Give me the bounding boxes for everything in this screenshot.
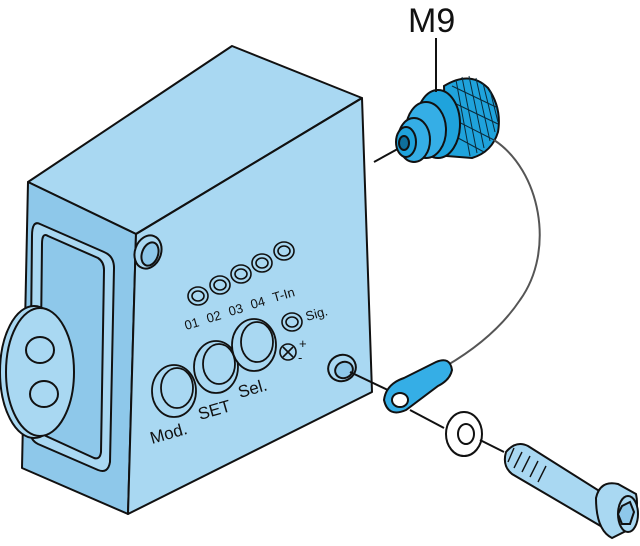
- washer: [445, 411, 483, 457]
- mounting-hole-bottom: [327, 353, 357, 383]
- led-label-tin: T-In: [271, 284, 297, 305]
- signal-led: [281, 312, 303, 332]
- potentiometer-minus: -: [298, 350, 302, 365]
- set-button[interactable]: [193, 340, 239, 394]
- led-label-03: 03: [227, 300, 245, 318]
- led-label-01: 01: [183, 314, 201, 332]
- mounting-screw: [503, 443, 639, 540]
- cable-eyelet-tag: [382, 359, 454, 414]
- mounting-hole-top: [133, 234, 163, 270]
- m9-cap-connector: [395, 75, 500, 163]
- signal-label: Sig.: [304, 303, 330, 324]
- led-labels: 01 02 03 04 T-In: [183, 284, 297, 333]
- sel-button[interactable]: [231, 318, 277, 372]
- retaining-cable: [445, 139, 541, 367]
- led-label-02: 02: [205, 307, 223, 325]
- mod-button[interactable]: [151, 364, 197, 418]
- screw-guide-line: [349, 371, 393, 393]
- led-label-04: 04: [249, 293, 267, 311]
- potentiometer-icon: [279, 343, 297, 361]
- m9-label: M9: [408, 2, 455, 40]
- potentiometer-plus: +: [299, 336, 307, 351]
- front-round-connector: [0, 305, 75, 439]
- led-row: [187, 241, 295, 306]
